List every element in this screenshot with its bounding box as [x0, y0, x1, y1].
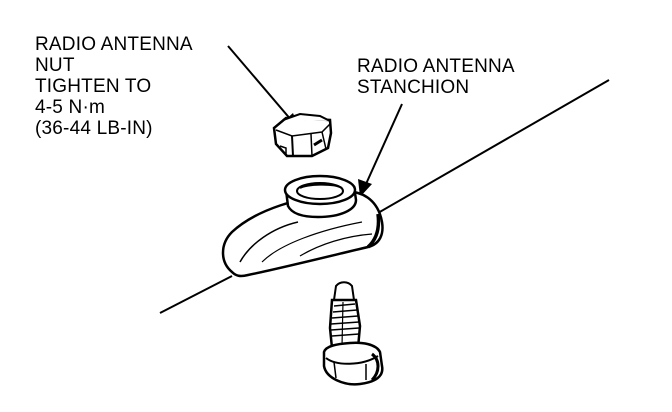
nut-label-line-1: RADIO ANTENNA: [35, 34, 193, 55]
stanchion-label-line-2: STANCHION: [357, 77, 470, 98]
stanchion-leader-arrow: [358, 103, 403, 197]
nut-label-line-4: 4-5 N·m: [35, 97, 106, 118]
nut-label-line-2: NUT: [35, 55, 75, 76]
body-panel-line: [159, 79, 610, 314]
stanchion-label: RADIO ANTENNA STANCHION: [357, 56, 515, 98]
nut-label-line-3: TIGHTEN TO: [35, 76, 152, 97]
radio-antenna-stanchion: [221, 174, 384, 278]
nut-label-line-5: (36-44 LB-IN): [35, 118, 153, 139]
antenna-mast-bolt: [322, 281, 384, 386]
radio-antenna-nut: [272, 112, 333, 158]
stanchion-label-line-1: RADIO ANTENNA: [357, 56, 515, 77]
nut-label: RADIO ANTENNA NUT TIGHTEN TO 4-5 N·m (36…: [35, 34, 193, 139]
